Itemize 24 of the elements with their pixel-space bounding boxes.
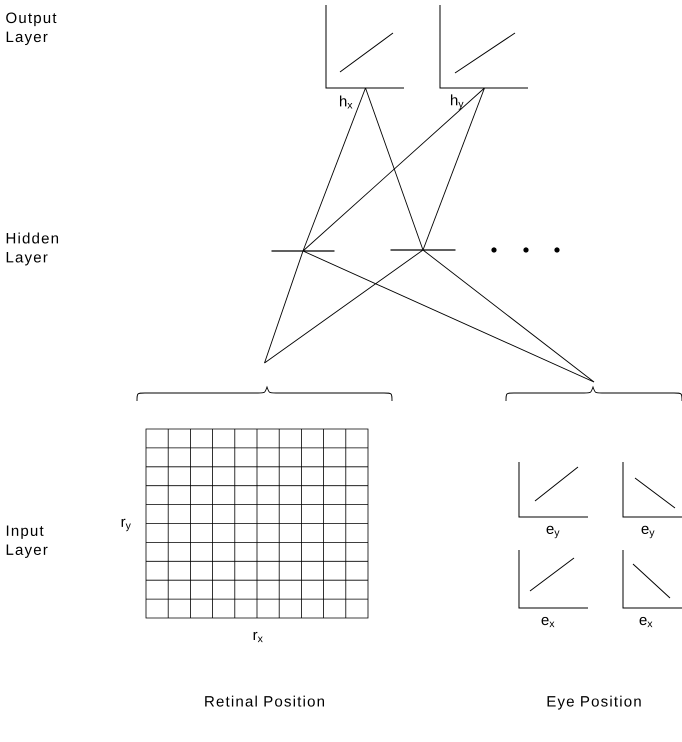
- axis-label: e$_{y}$: [546, 526, 560, 538]
- connection-line: [422, 88, 485, 250]
- connection-line: [302, 250, 594, 382]
- layer-label: Hidden Layer: [6, 232, 58, 266]
- connection-line: [302, 88, 366, 252]
- axis-label: e$_{x}$: [640, 616, 652, 628]
- layer-label: Output Layer: [6, 12, 56, 46]
- axis-label: e$_{x}$: [542, 616, 554, 628]
- axis-label: h$_{y}$: [450, 94, 464, 110]
- axis-label: r$_{x}$: [254, 632, 263, 642]
- connection-line: [264, 250, 304, 364]
- connection-line: [365, 88, 424, 250]
- group-caption: Eye Position: [548, 696, 641, 710]
- connection-line: [422, 250, 594, 382]
- connection-line: [264, 250, 424, 364]
- axis-label: e$_{y}$: [642, 526, 655, 538]
- layer-label: Input Layer: [6, 526, 48, 558]
- unit-graph: [440, 4, 528, 88]
- unit-graph: [326, 4, 404, 88]
- group-caption: Retinal Position: [205, 696, 324, 707]
- node-text: r$_{y}$ r$_{x}$: [122, 518, 263, 642]
- axis-label: r$_{y}$: [122, 518, 131, 532]
- axis-label: h$_{x}$: [340, 96, 352, 109]
- connection-line: [302, 88, 485, 252]
